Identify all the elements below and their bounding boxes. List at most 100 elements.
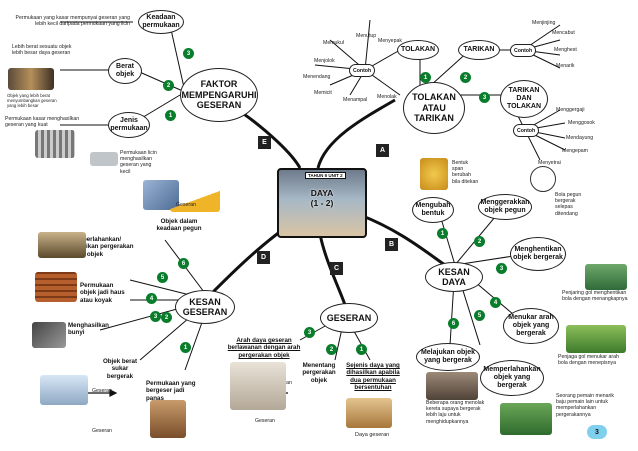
text-koyak: Permukaan objek jadi haus atau koyak (80, 282, 125, 304)
hands-rubbing-picture (150, 400, 186, 438)
text-mengubah-bentuk-desc: Bentuk span berubah bila ditekan (452, 160, 479, 185)
section-letter-d: D (257, 251, 270, 264)
number-badge: 3 (479, 92, 490, 103)
text-menentang: Menentang pergerakan objek (302, 362, 336, 384)
heavy-box-picture (40, 375, 88, 405)
number-badge: 6 (448, 318, 459, 329)
node-kesan-daya: KESAN DAYA (425, 262, 483, 292)
text-daya-geseran: Daya geseran (355, 432, 390, 438)
number-badge: 2 (474, 236, 485, 247)
center-title-sub: (1 - 2) (310, 198, 334, 208)
push-car-picture (426, 372, 478, 400)
number-badge: 2 (161, 312, 172, 323)
node-memperlahankan: Memperlahankan objek yang bergerak (480, 360, 544, 396)
text-berat-desc: Lebih berat sesuatu objek lebih besar da… (12, 44, 72, 57)
center-title-main: DAYA (310, 188, 334, 198)
slope-picture (170, 188, 220, 212)
number-badge: 2 (460, 72, 471, 83)
number-badge: 1 (437, 228, 448, 239)
text-memperlahankan: Memperlahankan/ menghentikan pergerakan … (56, 236, 134, 258)
node-geseran: GESERAN (320, 303, 378, 333)
node-jenis-permukaan: Jenis permukaan (108, 112, 150, 138)
goalkeeper-picture (585, 264, 627, 290)
node-keadaan-permukaan: Keadaan permukaan (138, 10, 184, 34)
berat-objek-picture (8, 68, 54, 90)
number-badge: 4 (146, 293, 157, 304)
number-badge: 3 (304, 327, 315, 338)
node-tarikan: TARIKAN (458, 40, 500, 60)
example-word: Menggergaji (556, 107, 585, 113)
label-geseran-slope: Geseran (176, 202, 196, 208)
node-menghentikan: Menghentikan objek bergerak (510, 237, 566, 271)
licin-surface-picture (90, 152, 118, 166)
example-word: Menampal (343, 97, 368, 103)
center-topic: TAHUN 6 UNIT 2 DAYA (1 - 2) (277, 168, 367, 238)
sound-picture (32, 322, 66, 348)
node-tarikan-dan-tolakan: TARIKAN DAN TOLAKAN (500, 80, 548, 118)
goalkeeper-deflect-picture (566, 325, 626, 353)
text-licin-desc: Permukaan licin menghasilkan geseran yan… (120, 150, 157, 175)
text-panas: Permukaan yang bergeser jadi panas (146, 380, 196, 402)
number-badge: 2 (163, 80, 174, 91)
surfaces-picture (346, 398, 392, 428)
example-word: Menutup (356, 33, 377, 39)
number-badge: 1 (356, 344, 367, 355)
contoh-tolakan-label: Contoh (349, 64, 376, 77)
text-sejenis-daya: Sejenis daya yang dihasilkan apabila dua… (346, 362, 400, 392)
example-word: Menolak (377, 94, 397, 100)
text-memperlahankan-desc: Seorang pemain menarik baju pemain lain … (556, 393, 614, 418)
pushing-person-picture (230, 362, 286, 410)
unit-tag: TAHUN 6 UNIT 2 (305, 172, 346, 179)
text-bunyi: Menghasilkan bunyi (68, 322, 109, 337)
node-faktor: FAKTOR MEMPENGARUHI GESERAN (180, 68, 258, 122)
example-word: Menyepak (378, 38, 402, 44)
example-word: Menyetrai (538, 160, 561, 166)
number-badge: 1 (165, 110, 176, 121)
center-title: DAYA (1 - 2) (279, 188, 365, 208)
kasar-surface-picture (35, 130, 75, 158)
number-badge: 3 (496, 263, 507, 274)
text-berat-pic-desc: Objek yang lebih berat menyumbangkan ges… (7, 93, 57, 109)
text-arah-geseran: Arah daya geseran berlawanan dengan arah… (227, 337, 301, 359)
node-menggerakkan: Menggerakkan objek pegun (478, 194, 532, 220)
span-picture (420, 158, 448, 190)
node-melajukan: Melajukan objek yang bergerak (416, 343, 480, 371)
number-badge: 5 (157, 272, 168, 283)
text-sukar-bergerak: Objek berat sukar bergerak (102, 358, 138, 380)
text-keadaan-desc: Permukaan yang kasar mempunyai geseran y… (15, 15, 130, 28)
node-menukar-arah: Menukar arah objek yang bergerak (503, 308, 559, 344)
number-badge: 1 (180, 342, 191, 353)
contoh-tarikan-label: Contoh (510, 44, 537, 57)
contoh-both-label: Contoh (513, 124, 540, 137)
car-picture (38, 232, 86, 258)
text-jenis-desc: Permukaan kasar menghasilkan geseran yan… (5, 116, 80, 129)
node-tolakan: TOLAKAN (397, 40, 439, 60)
text-menggerakkan-desc: Bola pegun bergerak selepas ditendang (555, 192, 582, 217)
label-geseran-box: Geseran (92, 388, 112, 394)
section-letter-e: E (258, 136, 271, 149)
text-menghentikan-desc: Penjaring gol menghentikan bola dengan m… (562, 290, 628, 303)
example-word: Menarik (556, 63, 575, 69)
example-word: Mengepam (562, 148, 588, 154)
text-menukar-arah-desc: Penjaga gol menukar arah bola dengan men… (558, 354, 619, 367)
text-objek-pegun: Objek dalam keadaan pegun (156, 218, 202, 233)
ball-picture (530, 166, 556, 192)
example-word: Menjolok (314, 58, 335, 64)
number-badge: 5 (474, 310, 485, 321)
football-players-picture (500, 403, 552, 435)
number-badge: 3 (150, 311, 161, 322)
number-badge: 6 (178, 258, 189, 269)
example-word: Mendayung (566, 135, 594, 141)
worn-surface-picture (35, 272, 77, 302)
node-berat-objek: Berat objek (108, 58, 142, 84)
example-word: Memukul (323, 40, 345, 46)
node-mengubah-bentuk: Mengubah bentuk (412, 197, 454, 223)
number-badge: 3 (183, 48, 194, 59)
number-badge: 4 (490, 297, 501, 308)
section-letter-c: C (330, 262, 343, 275)
number-badge: 2 (326, 344, 337, 355)
example-word: Menjinjing (532, 20, 556, 26)
page-number: 3 (587, 425, 607, 439)
example-word: Mencabut (552, 30, 575, 36)
